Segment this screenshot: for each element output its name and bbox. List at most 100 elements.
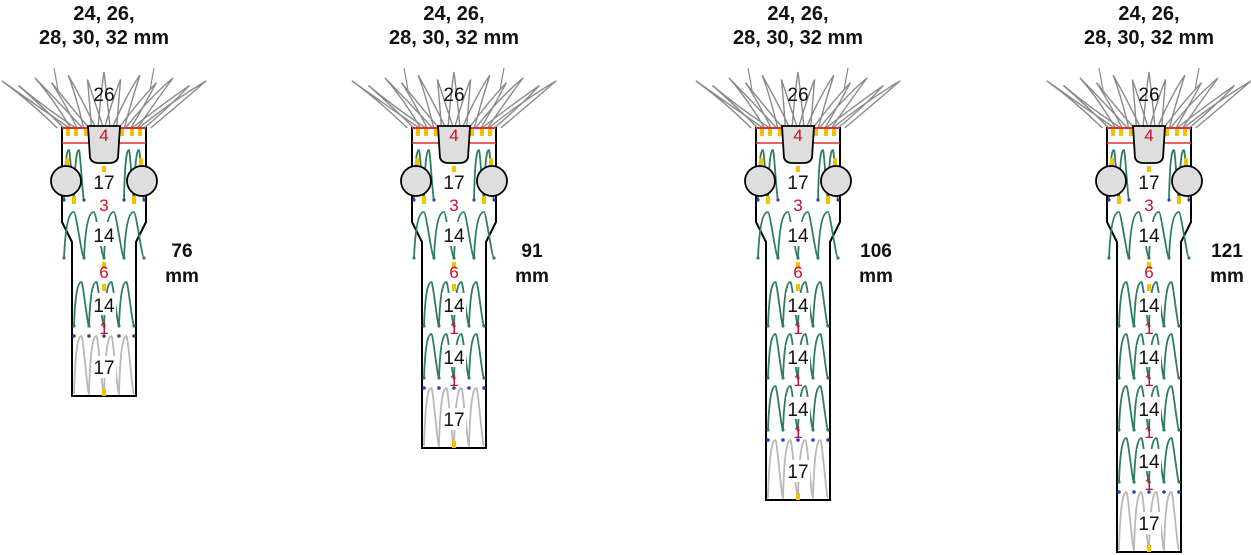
marker bbox=[1175, 129, 1179, 136]
strut-tip bbox=[102, 324, 106, 328]
strut-tip bbox=[811, 438, 815, 442]
marker bbox=[1147, 284, 1151, 291]
marker bbox=[759, 158, 763, 166]
strut-tip bbox=[102, 256, 106, 260]
crown-wires bbox=[351, 67, 557, 129]
crown-wire bbox=[1142, 71, 1156, 129]
sizes-label-line2: 28, 30, 32 mm bbox=[1084, 27, 1214, 49]
gap-label-lower: 1 bbox=[1144, 319, 1153, 338]
upper-segment-label: 17 bbox=[1138, 173, 1159, 194]
strut-tip bbox=[1147, 324, 1151, 328]
gap-label-lower: 1 bbox=[793, 423, 802, 442]
marker bbox=[1110, 158, 1114, 166]
marker bbox=[132, 196, 136, 204]
strut-tip bbox=[452, 324, 456, 328]
crown-wire bbox=[403, 67, 505, 91]
lower-segment: 141 bbox=[1117, 385, 1181, 442]
crown-wire bbox=[1169, 77, 1219, 129]
marker bbox=[102, 262, 106, 269]
strut-tip bbox=[776, 256, 780, 260]
strut-tip bbox=[1147, 480, 1151, 484]
sizes-label-line2: 28, 30, 32 mm bbox=[389, 27, 519, 49]
commissure-window bbox=[437, 125, 471, 164]
crown-wire bbox=[400, 82, 440, 129]
gap-label-lower: 1 bbox=[1144, 423, 1153, 442]
lower-segment: 141 bbox=[72, 281, 136, 338]
length-unit: mm bbox=[1210, 266, 1244, 287]
marker bbox=[102, 389, 106, 396]
marker bbox=[1147, 166, 1151, 172]
marker bbox=[416, 129, 420, 136]
upper-segment-label: 17 bbox=[787, 173, 808, 194]
strut-tip bbox=[102, 334, 106, 338]
marker bbox=[796, 284, 800, 291]
marker bbox=[452, 441, 456, 448]
label-bg bbox=[1137, 222, 1161, 246]
marker bbox=[130, 129, 134, 136]
gap-label-lower: 1 bbox=[99, 319, 108, 338]
strut-tip bbox=[1147, 256, 1151, 260]
strut-tip bbox=[816, 256, 820, 260]
marker bbox=[120, 129, 124, 136]
strut-tip bbox=[472, 198, 476, 202]
label-bg bbox=[786, 222, 810, 246]
strut-tip bbox=[1107, 198, 1111, 202]
side-port-right bbox=[476, 165, 508, 197]
bottom-segment: 17 bbox=[422, 386, 486, 447]
length-value: 76 bbox=[171, 241, 192, 262]
strut-tip bbox=[766, 438, 770, 442]
gap-label-2: 6 bbox=[1144, 263, 1153, 282]
lower-segment: 141 bbox=[1117, 281, 1181, 338]
strut-tip bbox=[422, 386, 426, 390]
crown-wire bbox=[17, 84, 77, 129]
strut-tip bbox=[766, 324, 770, 328]
strut-tip bbox=[781, 428, 785, 432]
strut-tip bbox=[492, 256, 496, 260]
strut-tip bbox=[467, 324, 471, 328]
side-port-right bbox=[126, 165, 158, 197]
label-bg bbox=[786, 345, 810, 367]
crown-wire bbox=[812, 82, 852, 129]
crown-wire bbox=[474, 77, 524, 129]
lower-segment: 141 bbox=[422, 333, 486, 390]
strut-tip bbox=[766, 376, 770, 380]
strut-tip bbox=[412, 256, 416, 260]
marker bbox=[424, 129, 428, 136]
strut-tip bbox=[87, 324, 91, 328]
marker bbox=[833, 158, 837, 166]
strut-tip bbox=[796, 428, 800, 432]
crown-segment-label: 26 bbox=[93, 85, 114, 106]
strut-tip bbox=[826, 428, 830, 432]
strut-tip bbox=[1187, 256, 1191, 260]
crown-wire bbox=[1098, 67, 1200, 91]
strut-tip bbox=[82, 198, 86, 202]
label-bg bbox=[442, 293, 466, 315]
crown-wire bbox=[481, 84, 541, 129]
strut-tip bbox=[1162, 324, 1166, 328]
crown-wire bbox=[744, 82, 784, 129]
crown-wire bbox=[67, 74, 97, 129]
strut-tip bbox=[1162, 480, 1166, 484]
crown-wire bbox=[97, 71, 111, 129]
strut-tip bbox=[796, 324, 800, 328]
strut-tip bbox=[1147, 428, 1151, 432]
side-port-right bbox=[1171, 165, 1203, 197]
strut-tip bbox=[756, 256, 760, 260]
crown-wire bbox=[1148, 79, 1167, 129]
marker bbox=[1183, 129, 1187, 136]
marker bbox=[102, 166, 106, 172]
lower-segment-label: 14 bbox=[1138, 452, 1160, 473]
marker bbox=[796, 166, 800, 172]
strut-tip bbox=[1177, 376, 1181, 380]
mid-segment-label: 14 bbox=[1138, 226, 1160, 247]
marker bbox=[72, 196, 76, 204]
crown-segment-label: 26 bbox=[443, 85, 464, 106]
mid-segment bbox=[756, 211, 840, 260]
strut-tip bbox=[1177, 324, 1181, 328]
strut-tip bbox=[132, 334, 136, 338]
sizes-label-line2: 28, 30, 32 mm bbox=[39, 27, 169, 49]
strut-tip bbox=[781, 376, 785, 380]
gap-label-2: 6 bbox=[449, 263, 458, 282]
strut-tip bbox=[467, 386, 471, 390]
strut-tip bbox=[1162, 376, 1166, 380]
